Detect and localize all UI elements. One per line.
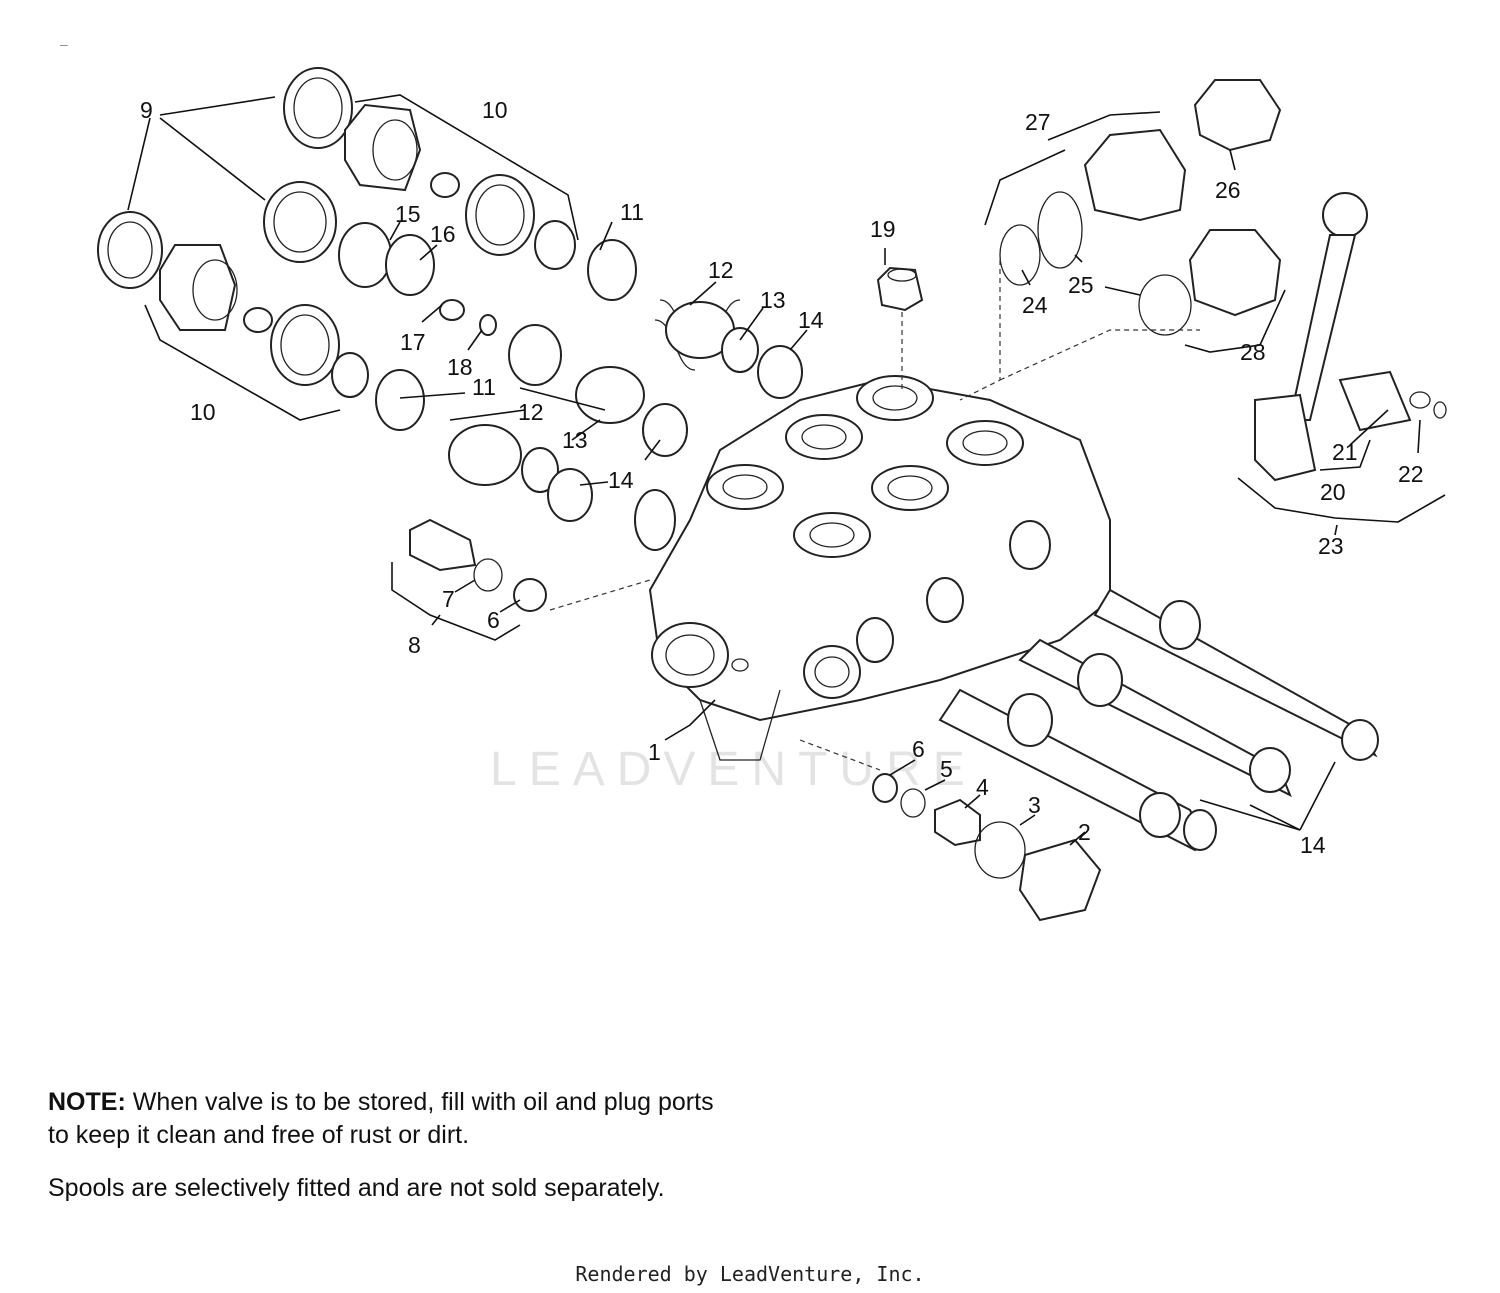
callout-27: 27 — [1025, 109, 1051, 135]
callout-10-upper: 10 — [482, 97, 508, 123]
callout-14-middle: 14 — [608, 467, 634, 493]
callout-25: 25 — [1068, 272, 1094, 298]
note-text: When valve is to be stored, fill with oi… — [48, 1088, 714, 1149]
note-label: NOTE: — [48, 1088, 126, 1116]
callout-18: 18 — [447, 354, 473, 380]
spools-note: Spools are selectively fitted and are no… — [48, 1174, 665, 1202]
callout-26: 26 — [1215, 177, 1241, 203]
callout-6-lower: 6 — [912, 736, 925, 762]
callouts: 9 10 10 11 11 12 12 13 13 14 14 14 15 16… — [140, 97, 1424, 858]
plug-19 — [876, 266, 924, 312]
callout-10-lower: 10 — [190, 399, 216, 425]
callout-28: 28 — [1240, 339, 1266, 365]
callout-2: 2 — [1078, 819, 1091, 845]
callout-13-lower: 13 — [562, 427, 588, 453]
upper-right-plugs — [999, 79, 1282, 336]
callout-11-upper: 11 — [620, 199, 644, 225]
spools — [938, 588, 1379, 852]
valve-body — [634, 375, 1111, 761]
alignment-lines — [549, 260, 1200, 771]
callout-6-left: 6 — [487, 607, 500, 633]
callout-20: 20 — [1320, 479, 1346, 505]
callout-17: 17 — [400, 329, 426, 355]
leadventure-watermark: LEADVENTURE — [490, 743, 977, 796]
relief-valve-assemblies — [97, 67, 803, 522]
lower-plug-parts — [872, 773, 1102, 922]
corner-dash-mark: – — [60, 36, 68, 52]
callout-13-upper: 13 — [760, 287, 786, 313]
relief-plug-assembly — [409, 518, 547, 612]
callout-11-lower: 11 — [472, 374, 496, 400]
callout-12-upper: 12 — [708, 257, 734, 283]
callout-14-upper: 14 — [798, 307, 824, 333]
callout-23: 23 — [1318, 533, 1344, 559]
callout-15: 15 — [395, 201, 421, 227]
callout-19: 19 — [870, 216, 896, 242]
leader-lines — [127, 94, 1446, 846]
storage-note: NOTE: When valve is to be stored, fill w… — [48, 1086, 714, 1152]
callout-7: 7 — [442, 586, 455, 612]
handle-linkage — [1254, 192, 1447, 482]
callout-5: 5 — [940, 756, 953, 782]
callout-1: 1 — [648, 739, 661, 765]
callout-9: 9 — [140, 97, 153, 123]
callout-22: 22 — [1398, 461, 1424, 487]
callout-3: 3 — [1028, 792, 1041, 818]
callout-24: 24 — [1022, 292, 1048, 318]
render-credit: Rendered by LeadVenture, Inc. — [575, 1262, 925, 1286]
callout-4: 4 — [976, 774, 989, 800]
callout-8: 8 — [408, 632, 421, 658]
exploded-parts-diagram: LEADVENTURE — [97, 67, 1447, 922]
callout-12-lower: 12 — [518, 399, 544, 425]
notes-section: NOTE: When valve is to be stored, fill w… — [48, 1086, 714, 1225]
callout-14-spools: 14 — [1300, 832, 1326, 858]
callout-21: 21 — [1332, 439, 1358, 465]
callout-16: 16 — [430, 221, 456, 247]
